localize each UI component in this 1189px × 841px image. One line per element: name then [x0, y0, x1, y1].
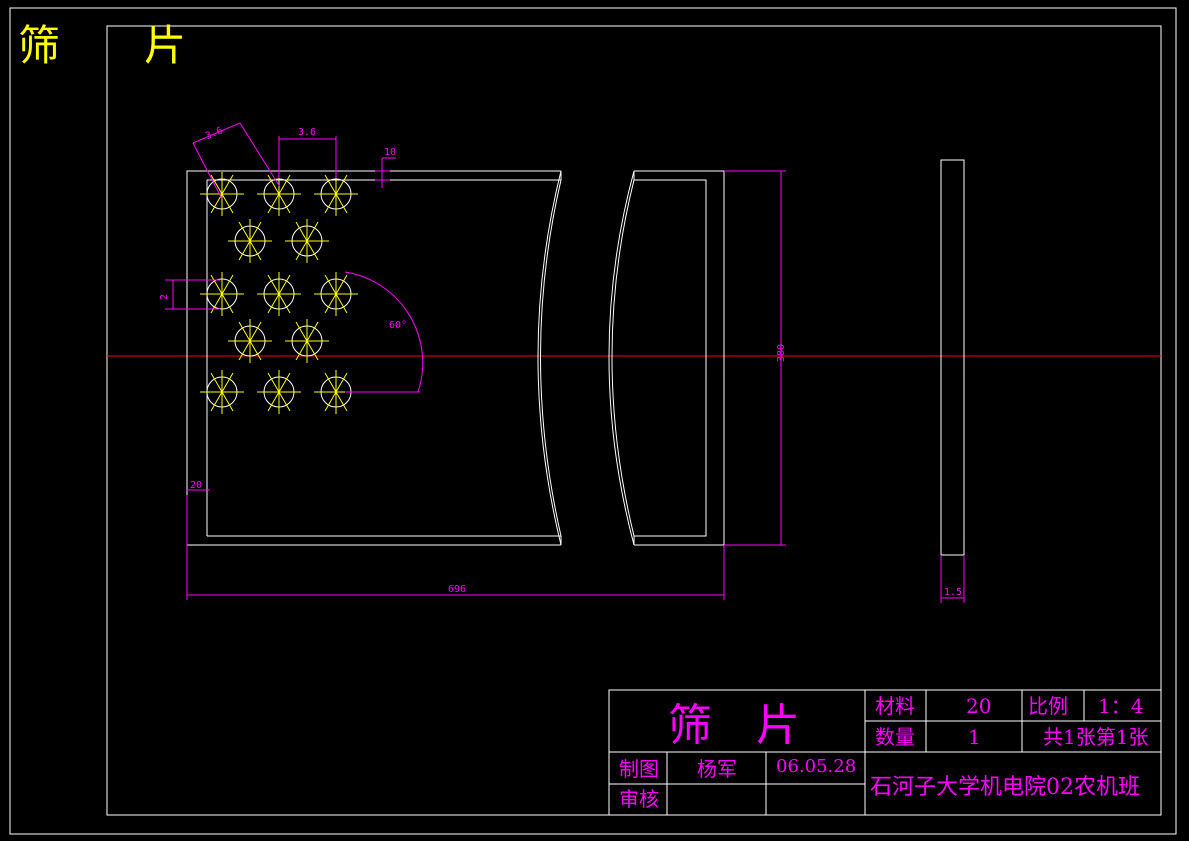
hole: [228, 219, 272, 263]
hole: [285, 319, 329, 363]
dim-pitch-diag: 3.6: [204, 125, 225, 142]
dim-hole-dia: 2: [159, 294, 170, 300]
header-title: 筛 片: [18, 21, 186, 70]
title-block-text: 筛 片 材料 20 比例 1：4 数量 1 共1张第1张 制图 杨军 06.05…: [619, 694, 1148, 811]
drawn-by: 杨军: [697, 757, 737, 781]
dim-top-margin: 10: [384, 147, 396, 158]
material-value: 20: [966, 694, 991, 718]
outer-frame: [9, 7, 1177, 835]
title-block: [608, 689, 1162, 816]
hole-pattern: [200, 172, 358, 414]
part-name: 筛 片: [668, 700, 800, 751]
dimension-labels: 3.6 3.6 10 2 60° 20 696 380 1.5: [159, 125, 962, 598]
quantity-value: 1: [968, 725, 981, 749]
hole: [314, 272, 358, 316]
hole: [314, 172, 358, 216]
dim-length: 696: [448, 584, 466, 595]
hole: [257, 370, 301, 414]
material-label: 材料: [875, 694, 915, 718]
plate-right: [608, 170, 725, 546]
check-label: 审核: [619, 787, 659, 811]
dim-angle: 60°: [389, 320, 407, 331]
hole: [285, 219, 329, 263]
scale-value: 1：4: [1098, 694, 1143, 718]
sheet-count: 共1张第1张: [1043, 725, 1148, 749]
organization: 石河子大学机电院02农机班: [870, 775, 1140, 800]
dim-pitch: 3.6: [298, 127, 316, 138]
quantity-label: 数量: [875, 725, 915, 749]
plate-left: [186, 170, 562, 546]
hole: [257, 272, 301, 316]
dim-left-margin: 20: [190, 480, 202, 491]
side-view: [940, 159, 965, 556]
dim-thickness: 1.5: [944, 587, 962, 598]
hole: [200, 272, 244, 316]
drawn-date: 06.05.28: [776, 756, 856, 777]
drawn-label: 制图: [619, 757, 659, 781]
dimensions: [165, 122, 965, 603]
hole: [257, 172, 301, 216]
hole: [228, 319, 272, 363]
scale-label: 比例: [1028, 694, 1068, 718]
inner-frame: [106, 25, 1162, 816]
hole: [200, 172, 244, 216]
hole: [200, 370, 244, 414]
dim-width: 380: [776, 344, 787, 362]
